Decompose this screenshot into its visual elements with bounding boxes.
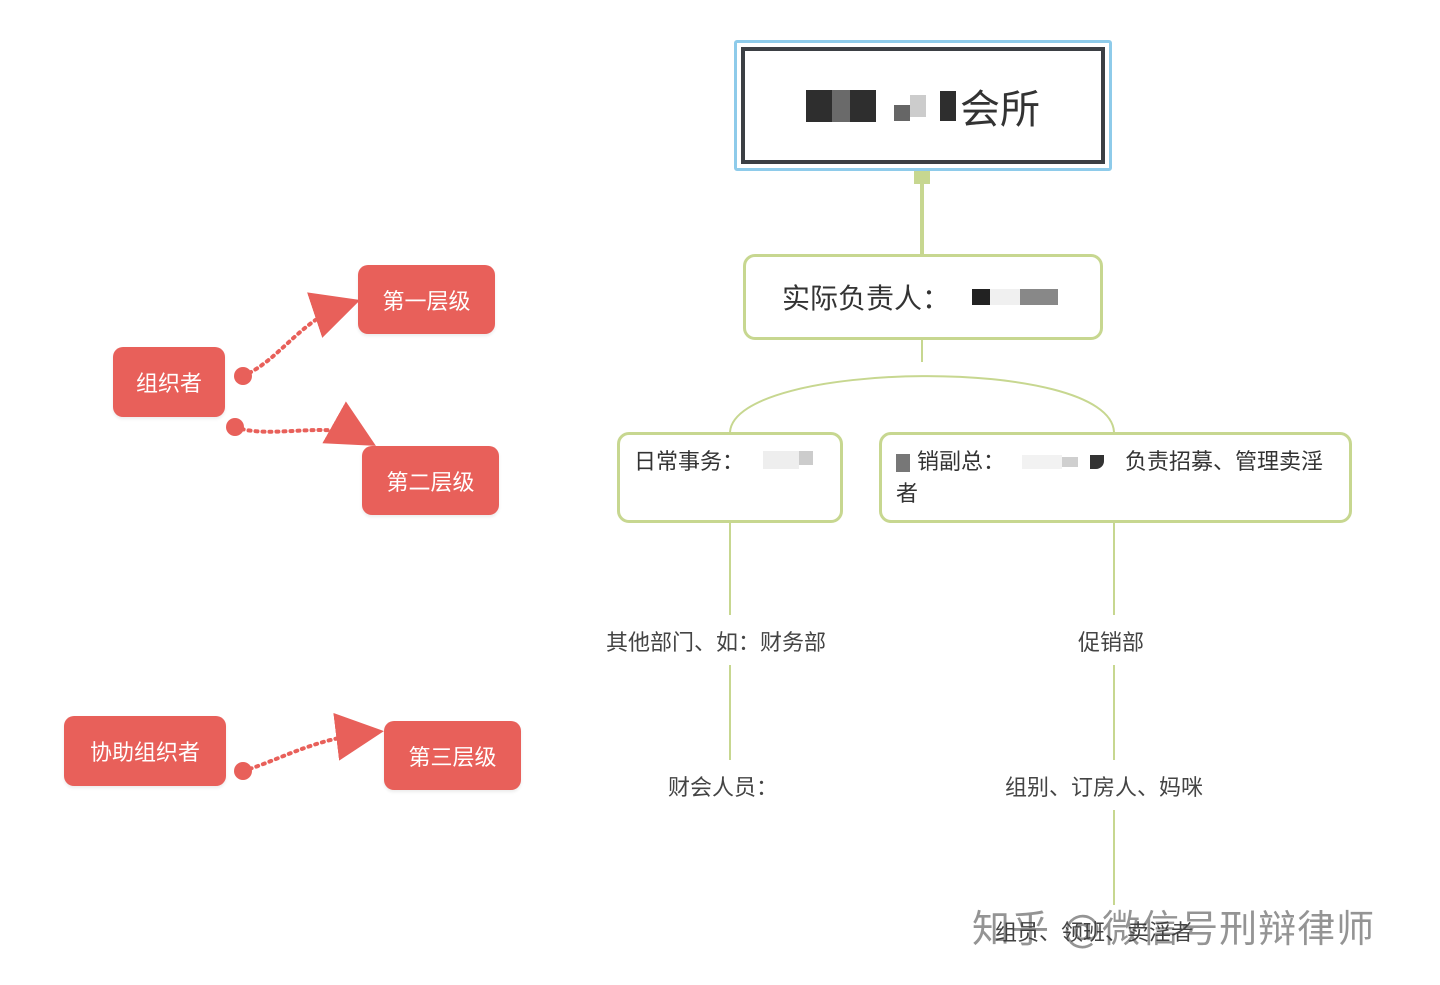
assistant-organizer-label: 协助组织者	[89, 741, 200, 766]
promotion-department-label: 促销部	[1078, 631, 1145, 656]
root-redaction	[806, 89, 956, 122]
vp-duty-continued: 者	[896, 482, 919, 507]
tree-connectors	[729, 168, 1115, 905]
level2-label: 第二层级	[386, 470, 475, 496]
root-title-suffix: 会所	[960, 86, 1040, 133]
level3-box: 第三层级	[384, 721, 521, 790]
person-in-charge-redaction	[972, 289, 1059, 305]
bottom-partial-label: 组员、领班、卖淫者	[995, 921, 1194, 946]
level1-box: 第一层级	[358, 265, 495, 334]
daily-affairs-redaction	[763, 451, 814, 469]
person-in-charge-label: 实际负责人：	[782, 282, 951, 315]
organizer-label: 组织者	[135, 372, 202, 397]
daily-affairs-label: 日常事务：	[634, 450, 745, 475]
person-in-charge-node: 实际负责人：	[743, 254, 1103, 340]
other-department-label: 其他部门、如：财务部	[606, 631, 827, 656]
legend-arrows	[226, 292, 384, 780]
level1-label: 第一层级	[382, 289, 471, 315]
organizer-box: 组织者	[113, 347, 225, 417]
root-node-inner: 会所	[741, 47, 1105, 164]
assistant-organizer-box: 协助组织者	[64, 716, 226, 786]
level3-label: 第三层级	[408, 745, 497, 771]
watermark: 知乎 @微信号刑辩律师	[972, 907, 1376, 951]
vp-redaction	[1022, 455, 1105, 469]
vice-president-node: 销副总： 负责招募、管理卖淫 者	[879, 432, 1352, 523]
daily-affairs-node: 日常事务：	[617, 432, 843, 523]
vp-label: 销副总：	[917, 450, 1006, 475]
vp-redaction-left	[896, 454, 910, 472]
finance-staff-label: 财会人员：	[668, 776, 779, 801]
root-node: 会所	[734, 40, 1112, 171]
level2-box: 第二层级	[362, 446, 499, 515]
groups-label: 组别、订房人、妈咪	[1005, 776, 1204, 801]
vp-duty: 负责招募、管理卖淫	[1125, 450, 1324, 475]
